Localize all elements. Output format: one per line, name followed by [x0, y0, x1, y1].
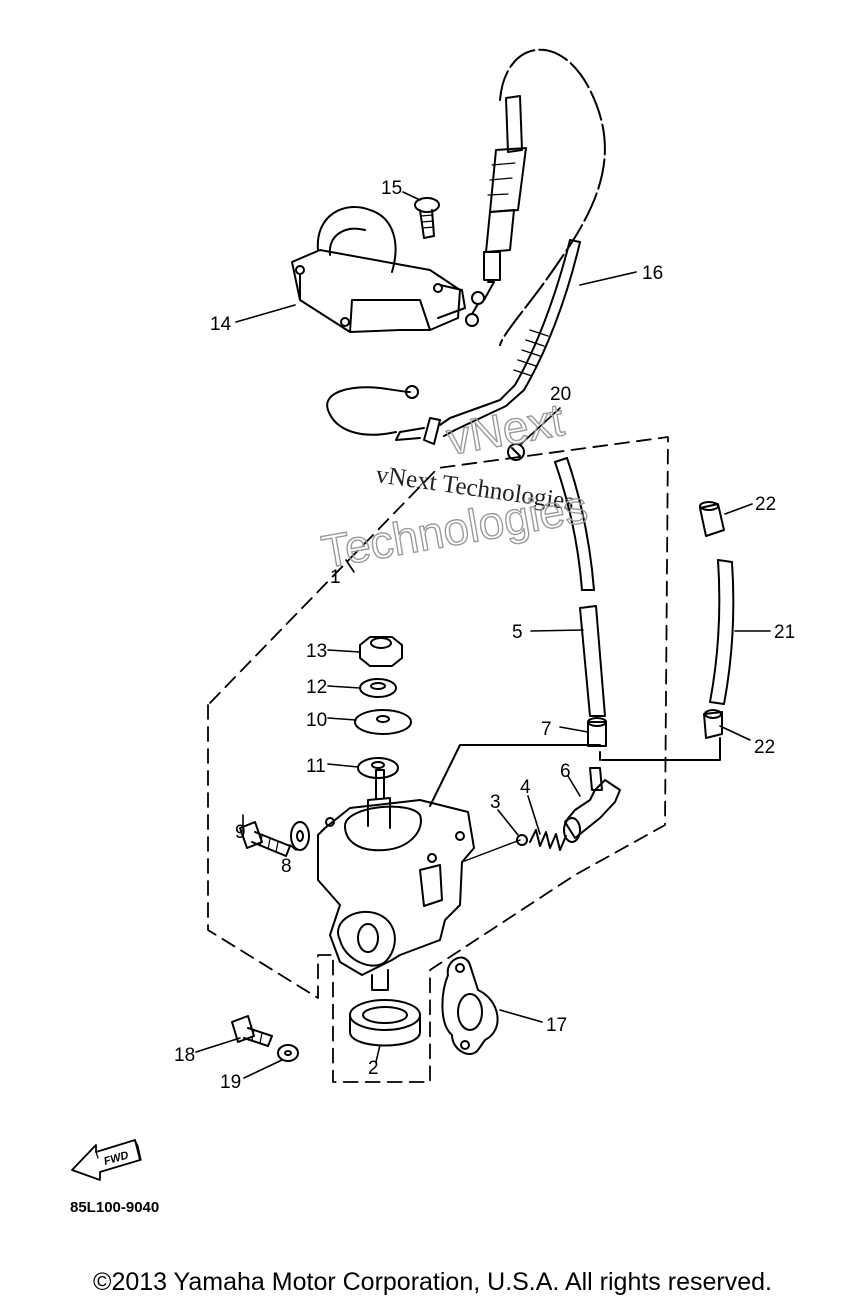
watermark: vNext Technologies vNext Technologies	[317, 392, 592, 578]
pump-cover-icon	[291, 205, 466, 333]
callout-2: 2	[368, 1058, 379, 1079]
cable-icon	[499, 48, 606, 346]
callout-11: 11	[306, 756, 326, 777]
hose-lower-icon	[579, 605, 606, 717]
clamp-22-top-icon	[699, 501, 725, 537]
grommet-icon	[357, 757, 399, 779]
spring-icon	[529, 829, 567, 851]
callout-22-bottom: 22	[754, 737, 775, 758]
callout-14: 14	[210, 314, 232, 335]
oil-tube-icon	[326, 239, 581, 445]
plate-washer-icon	[354, 709, 412, 735]
callout-17: 17	[546, 1015, 567, 1036]
watermark-outline-vnext: vNext	[443, 393, 568, 465]
callout-labels: 1 2 3 4 5 6 7 8 9 10 11 12 13 14 15 16 1…	[174, 178, 795, 1093]
clamp-22-bottom-icon	[703, 709, 723, 739]
callout-10: 10	[306, 710, 327, 731]
callout-20: 20	[550, 384, 571, 405]
callout-22-top: 22	[755, 494, 776, 515]
callout-6: 6	[560, 761, 571, 782]
callout-5: 5	[512, 622, 523, 643]
callout-18: 18	[174, 1045, 195, 1066]
callout-21: 21	[774, 622, 795, 643]
oil-pump-body-icon	[317, 744, 601, 991]
callout-16: 16	[642, 263, 663, 284]
callout-9: 9	[235, 822, 246, 843]
copyright-notice: ©2013 Yamaha Motor Corporation, U.S.A. A…	[93, 1268, 772, 1296]
washer-19-icon	[277, 1044, 299, 1062]
callout-19: 19	[220, 1072, 241, 1093]
lock-washer-icon	[359, 678, 397, 698]
bolt-9-icon	[239, 821, 291, 857]
gasket-icon	[441, 956, 499, 1055]
cable-end-icon	[465, 95, 527, 327]
callout-13: 13	[306, 641, 327, 662]
assembly-outline	[207, 436, 669, 1083]
check-ball-icon	[516, 834, 528, 846]
leader-lines	[195, 191, 771, 1079]
callout-1: 1	[330, 567, 341, 588]
forward-arrow-icon	[71, 1139, 142, 1181]
elbow-fitting-icon	[563, 737, 721, 843]
screw-icon	[414, 197, 440, 239]
bolt-18-icon	[231, 1015, 273, 1047]
callout-7: 7	[541, 719, 552, 740]
parts-diagram: 1 2 3 4 5 6 7 8 9 10 11 12 13 14 15 16 1…	[70, 48, 795, 1216]
callout-8: 8	[281, 856, 292, 877]
connector-7-icon	[587, 717, 607, 747]
callout-15: 15	[381, 178, 402, 199]
hose-upper-icon	[554, 457, 595, 591]
oil-seal-icon	[349, 999, 421, 1047]
part-code: 85L100-9040	[70, 1199, 159, 1216]
washer-8-icon	[290, 821, 310, 851]
clip-icon	[507, 443, 525, 461]
hose-21-icon	[709, 559, 735, 705]
callout-3: 3	[490, 792, 501, 813]
callout-12: 12	[306, 677, 327, 698]
nut-icon	[359, 636, 403, 667]
callout-4: 4	[520, 777, 531, 798]
